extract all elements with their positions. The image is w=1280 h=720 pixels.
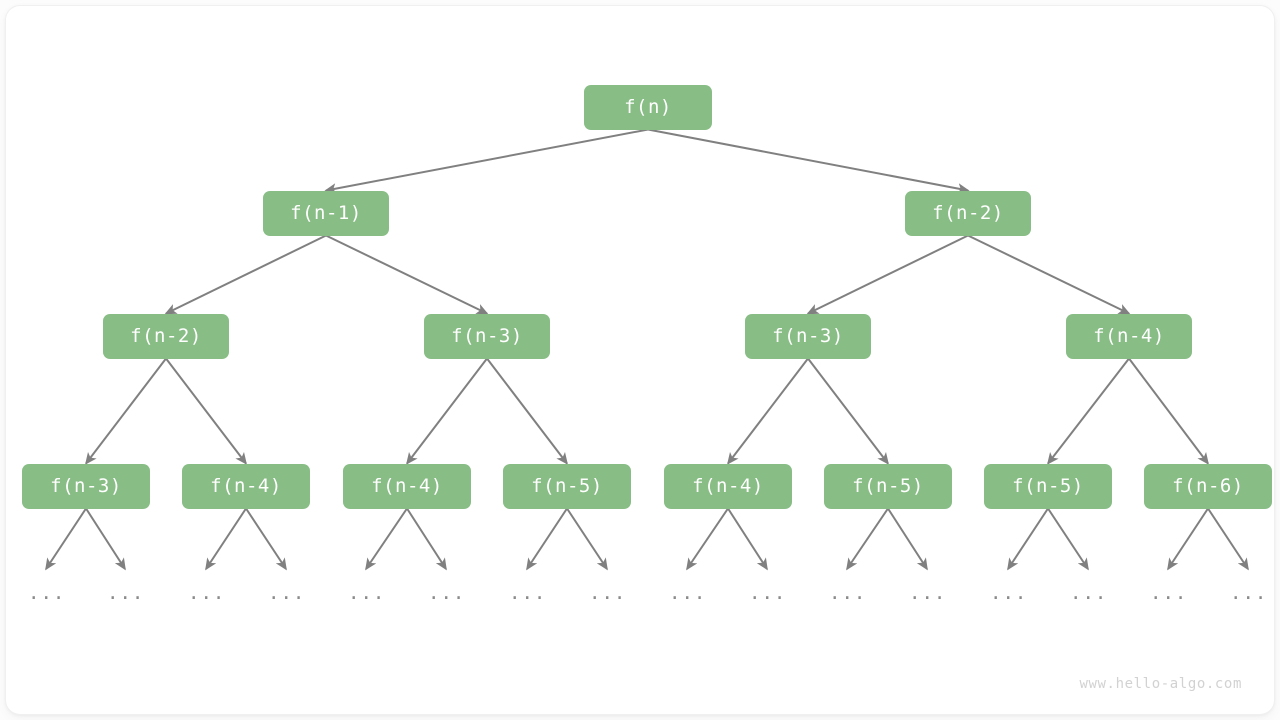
tree-edge-leaf (45, 507, 87, 571)
tree-node-n10[interactable]: f(n-5) (503, 463, 631, 509)
leaf-ellipsis: ... (188, 582, 226, 604)
tree-edge (807, 357, 889, 465)
tree-edge (1128, 357, 1209, 465)
tree-edge-leaf (245, 507, 287, 571)
tree-node-n9[interactable]: f(n-4) (343, 463, 471, 509)
tree-node-n6[interactable]: f(n-4) (1066, 313, 1192, 359)
leaf-ellipsis: ... (428, 582, 466, 604)
tree-edge (165, 357, 247, 465)
figure-card: f(n) f(n-1) f(n-2) f(n-2) f(n-3) f(n-3) f(n-4)… (6, 6, 1274, 714)
tree-edge-leaf (686, 507, 729, 571)
leaf-ellipsis: ... (1070, 582, 1108, 604)
tree-edges-layer (45, 128, 1249, 571)
tree-edge-leaf (205, 507, 247, 571)
tree-node-n7[interactable]: f(n-3) (22, 463, 150, 509)
tree-edge (1047, 357, 1130, 465)
leaf-ellipsis: ... (829, 582, 867, 604)
tree-edge (406, 357, 488, 465)
tree-node-n12[interactable]: f(n-5) (824, 463, 952, 509)
tree-edge (486, 357, 568, 465)
tree-edge (967, 234, 1131, 315)
leaf-ellipsis: ... (509, 582, 547, 604)
tree-node-n1[interactable]: f(n-1) (263, 190, 389, 236)
tree-node-n3[interactable]: f(n-2) (103, 313, 229, 359)
tree-edge (85, 357, 167, 465)
tree-edge-leaf (727, 507, 768, 571)
leaf-ellipsis: ... (28, 582, 66, 604)
leaf-ellipsis: ... (268, 582, 306, 604)
tree-node-n0[interactable]: f(n) (584, 84, 712, 130)
tree-node-n14[interactable]: f(n-6) (1144, 463, 1272, 509)
tree-edge-leaf (1207, 507, 1249, 571)
edges-group (45, 128, 1249, 571)
leaf-ellipsis: ... (589, 582, 627, 604)
tree-edge-leaf (1047, 507, 1089, 571)
tree-node-n8[interactable]: f(n-4) (182, 463, 310, 509)
leaf-ellipsis: ... (107, 582, 145, 604)
tree-edge (164, 234, 327, 315)
tree-edge-leaf (85, 507, 126, 571)
tree-edge-leaf (406, 507, 447, 571)
leaf-ellipsis: ... (749, 582, 787, 604)
tree-edge-leaf (846, 507, 889, 571)
tree-edge-leaf (1167, 507, 1209, 571)
tree-edge-leaf (365, 507, 408, 571)
tree-edge-leaf (887, 507, 928, 571)
tree-node-n11[interactable]: f(n-4) (664, 463, 792, 509)
watermark-label: www.hello-algo.com (1079, 676, 1242, 692)
tree-edge-leaf (566, 507, 608, 571)
tree-node-n2[interactable]: f(n-2) (905, 190, 1031, 236)
tree-node-n13[interactable]: f(n-5) (984, 463, 1112, 509)
tree-node-n5[interactable]: f(n-3) (745, 313, 871, 359)
leaf-ellipsis: ... (909, 582, 947, 604)
leaf-ellipsis: ... (1230, 582, 1268, 604)
tree-edge (647, 128, 970, 194)
leaf-ellipsis: ... (669, 582, 707, 604)
tree-node-n4[interactable]: f(n-3) (424, 313, 550, 359)
tree-edge-leaf (526, 507, 568, 571)
tree-edge (325, 234, 489, 315)
leaf-ellipsis: ... (1150, 582, 1188, 604)
tree-edge (324, 128, 649, 194)
tree-edge (727, 357, 809, 465)
tree-edge (806, 234, 969, 315)
leaf-ellipsis: ... (990, 582, 1028, 604)
tree-edge-leaf (1007, 507, 1049, 571)
leaf-ellipsis: ... (348, 582, 386, 604)
